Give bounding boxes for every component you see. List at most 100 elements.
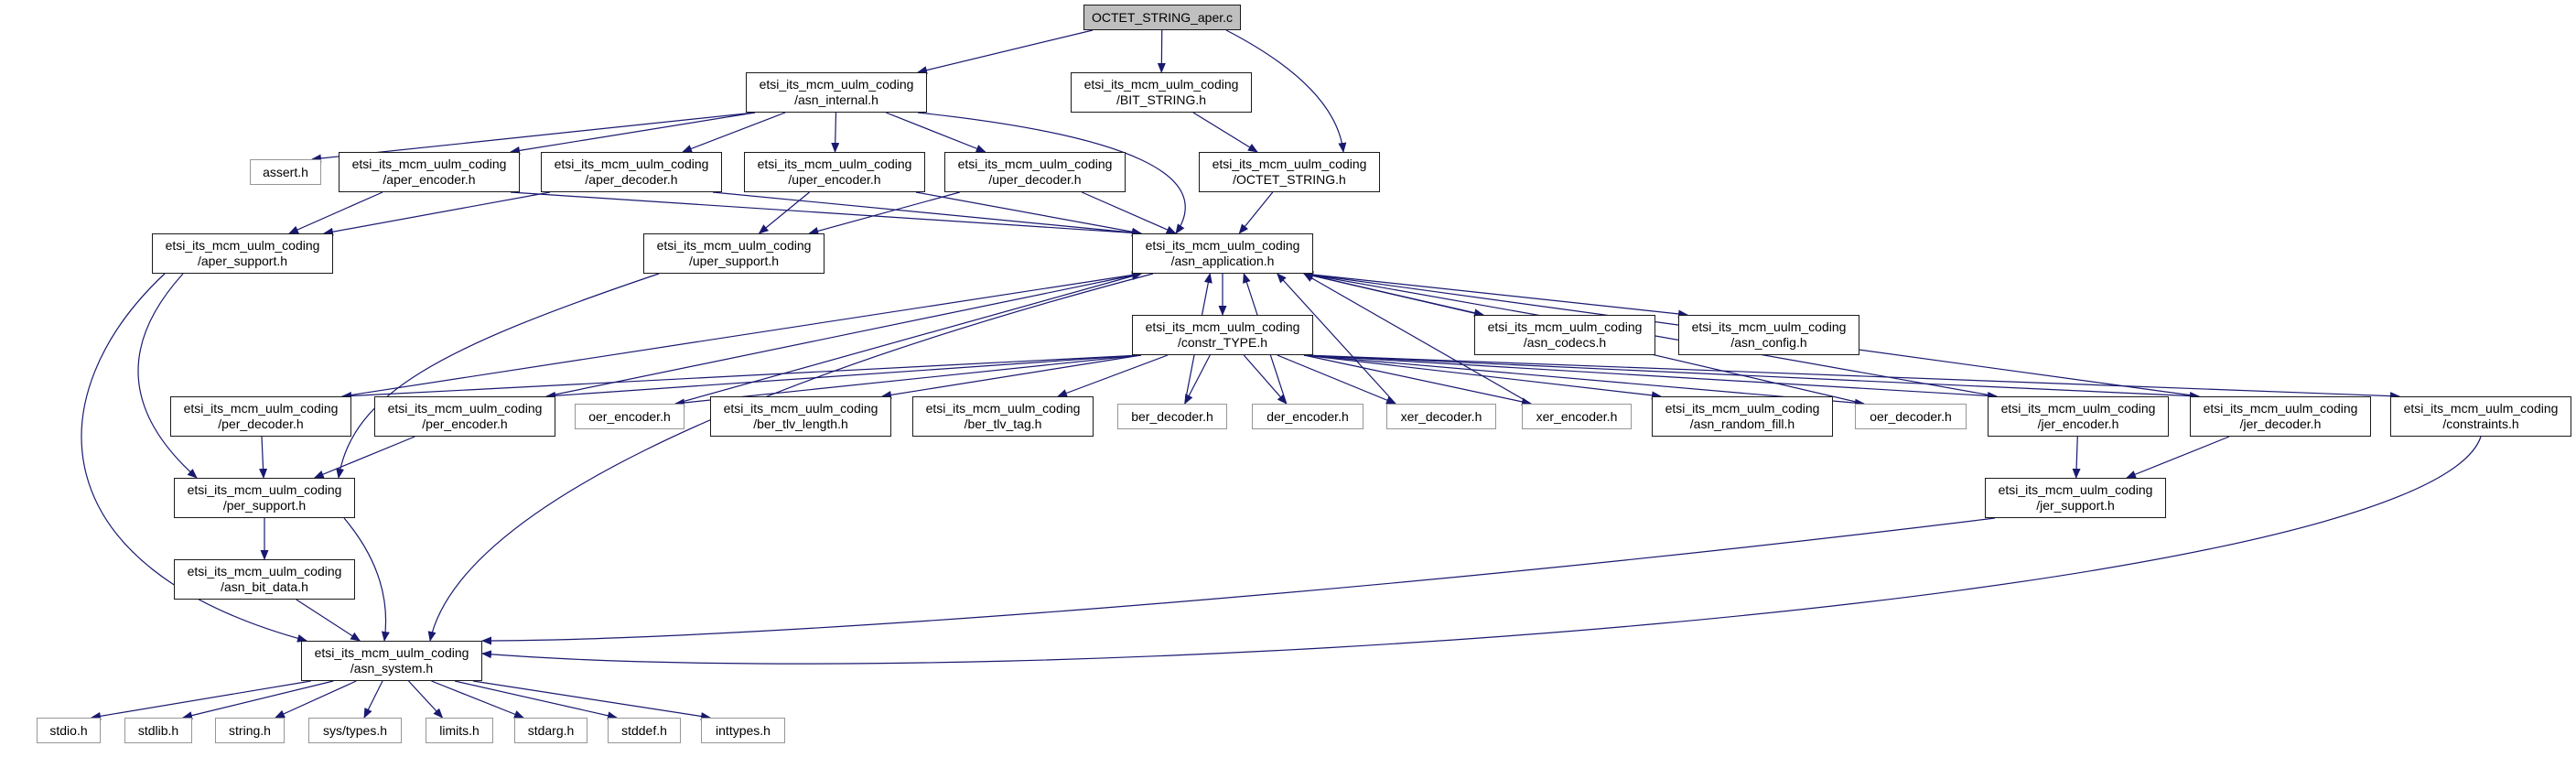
- node-label-line: /uper_decoder.h: [988, 172, 1082, 187]
- node-asn_config[interactable]: etsi_its_mcm_uulm_coding/asn_config.h: [1678, 315, 1859, 355]
- include-edge-aper_support--asn_system: [81, 273, 307, 643]
- node-asn_system[interactable]: etsi_its_mcm_uulm_coding/asn_system.h: [301, 641, 482, 681]
- include-edge-asn_internal--aper_encoder: [510, 112, 756, 155]
- node-label-line: /per_encoder.h: [422, 416, 508, 431]
- node-label-line: etsi_its_mcm_uulm_coding: [387, 401, 543, 416]
- node-jer_support[interactable]: etsi_its_mcm_uulm_coding/jer_support.h: [1985, 478, 2166, 518]
- node-asn_internal[interactable]: etsi_its_mcm_uulm_coding/asn_internal.h: [746, 72, 927, 113]
- include-edge-asn_system--inttypes: [472, 680, 711, 720]
- node-ber_decoder: ber_decoder.h: [1117, 404, 1227, 429]
- node-stddef: stddef.h: [608, 718, 681, 743]
- include-edge-constr_type--jer_decoder: [1303, 354, 2200, 401]
- include-edge-asn_system--sys_types: [363, 680, 383, 719]
- node-label-line: /uper_encoder.h: [788, 172, 881, 187]
- node-label-line: etsi_its_mcm_uulm_coding: [2203, 401, 2358, 416]
- node-label-line: ber_decoder.h: [1131, 408, 1213, 424]
- include-edge-octet_string_aper_c--bit_string: [1157, 29, 1166, 73]
- include-edge-constr_type--ber_tlv_length: [881, 354, 1142, 399]
- node-aper_support[interactable]: etsi_its_mcm_uulm_coding/aper_support.h: [152, 233, 333, 274]
- node-label-line: /asn_system.h: [350, 661, 434, 676]
- include-edge-constr_type--per_encoder: [545, 354, 1142, 400]
- node-asn_random_fill[interactable]: etsi_its_mcm_uulm_coding/asn_random_fill…: [1652, 396, 1833, 437]
- include-edge-aper_encoder--asn_application: [510, 191, 1142, 237]
- node-asn_bit_data[interactable]: etsi_its_mcm_uulm_coding/asn_bit_data.h: [174, 559, 355, 600]
- node-constraints[interactable]: etsi_its_mcm_uulm_coding/constraints.h: [2390, 396, 2571, 437]
- node-ber_tlv_tag[interactable]: etsi_its_mcm_uulm_coding/ber_tlv_tag.h: [912, 396, 1094, 437]
- include-edge-constr_type--oer_decoder: [1303, 354, 1865, 407]
- node-constr_type[interactable]: etsi_its_mcm_uulm_coding/constr_TYPE.h: [1132, 315, 1313, 355]
- node-label-line: xer_encoder.h: [1536, 408, 1618, 424]
- include-edge-jer_decoder--jer_support: [2126, 436, 2230, 479]
- node-sys_types: sys/types.h: [308, 718, 402, 743]
- node-per_support[interactable]: etsi_its_mcm_uulm_coding/per_support.h: [174, 478, 355, 518]
- include-edge-asn_application--asn_system: [427, 273, 1154, 642]
- node-label-line: /OCTET_STRING.h: [1233, 172, 1346, 187]
- node-label-line: assert.h: [263, 164, 308, 179]
- node-label-line: etsi_its_mcm_uulm_coding: [957, 157, 1113, 171]
- include-edge-uper_encoder--uper_support: [758, 191, 810, 234]
- node-per_decoder[interactable]: etsi_its_mcm_uulm_coding/per_decoder.h: [170, 396, 351, 437]
- node-label-line: stdio.h: [49, 722, 88, 738]
- node-label-line: etsi_its_mcm_uulm_coding: [656, 238, 812, 253]
- node-label-line: etsi_its_mcm_uulm_coding: [1145, 238, 1300, 253]
- node-uper_support[interactable]: etsi_its_mcm_uulm_coding/uper_support.h: [643, 233, 825, 274]
- node-label-line: oer_decoder.h: [1870, 408, 1952, 424]
- node-asn_codecs[interactable]: etsi_its_mcm_uulm_coding/asn_codecs.h: [1474, 315, 1655, 355]
- include-edge-octet_string_h--asn_application: [1238, 191, 1274, 234]
- node-label-line: /constr_TYPE.h: [1177, 335, 1268, 350]
- include-edge-asn_application--asn_config: [1303, 273, 1688, 319]
- include-edge-constr_type--per_decoder: [341, 354, 1142, 400]
- include-edge-constr_type--der_encoder: [1243, 354, 1288, 405]
- node-label-line: /asn_bit_data.h: [221, 579, 308, 594]
- node-label-line: xer_decoder.h: [1400, 408, 1482, 424]
- node-label-line: OCTET_STRING_aper.c: [1091, 9, 1234, 25]
- node-label-line: /asn_random_fill.h: [1689, 416, 1795, 431]
- include-edge-constr_type--jer_encoder: [1303, 354, 1998, 400]
- node-label-line: etsi_its_mcm_uulm_coding: [1691, 319, 1847, 334]
- include-edge-constr_type--xer_encoder: [1303, 354, 1532, 406]
- include-edge-asn_system--limits: [408, 680, 444, 719]
- node-bit_string[interactable]: etsi_its_mcm_uulm_coding/BIT_STRING.h: [1071, 72, 1252, 113]
- include-edge-constr_type--constraints: [1303, 354, 2400, 401]
- node-aper_decoder[interactable]: etsi_its_mcm_uulm_coding/aper_decoder.h: [541, 152, 722, 192]
- include-edge-octet_string_aper_c--octet_string_h: [1225, 29, 1347, 153]
- node-label-line: inttypes.h: [716, 722, 771, 738]
- node-ber_tlv_length[interactable]: etsi_its_mcm_uulm_coding/ber_tlv_length.…: [710, 396, 891, 437]
- include-edge-asn_bit_data--asn_system: [296, 599, 361, 642]
- include-edge-bit_string--octet_string_h: [1192, 112, 1258, 153]
- include-edge-uper_encoder--asn_application: [915, 191, 1142, 236]
- node-label-line: stdlib.h: [137, 722, 179, 738]
- include-edge-oer_encoder--asn_application: [674, 272, 1142, 405]
- node-uper_decoder[interactable]: etsi_its_mcm_uulm_coding/uper_decoder.h: [944, 152, 1126, 192]
- node-label-line: etsi_its_mcm_uulm_coding: [554, 157, 709, 171]
- node-label-line: etsi_its_mcm_uulm_coding: [723, 401, 878, 416]
- include-edge-aper_support--per_support: [137, 273, 198, 479]
- node-stdio: stdio.h: [37, 718, 101, 743]
- node-label-line: etsi_its_mcm_uulm_coding: [314, 645, 469, 660]
- node-label-line: sys/types.h: [322, 722, 388, 738]
- include-edge-asn_system--stdio: [91, 680, 311, 720]
- include-edge-per_decoder--asn_application: [341, 271, 1142, 397]
- include-edge-constr_type--ber_decoder: [1184, 354, 1211, 405]
- node-label-line: etsi_its_mcm_uulm_coding: [165, 238, 320, 253]
- node-label-line: /aper_encoder.h: [383, 172, 476, 187]
- node-asn_application[interactable]: etsi_its_mcm_uulm_coding/asn_application…: [1132, 233, 1313, 274]
- include-edge-asn_internal--uper_encoder: [831, 112, 840, 153]
- include-edge-asn_system--stddef: [454, 680, 618, 720]
- node-label-line: etsi_its_mcm_uulm_coding: [1665, 401, 1820, 416]
- node-aper_encoder[interactable]: etsi_its_mcm_uulm_coding/aper_encoder.h: [339, 152, 520, 192]
- node-octet_string_h[interactable]: etsi_its_mcm_uulm_coding/OCTET_STRING.h: [1199, 152, 1380, 192]
- include-edge-per_decoder--per_support: [259, 436, 268, 479]
- node-label-line: /constraints.h: [2442, 416, 2519, 431]
- node-per_encoder[interactable]: etsi_its_mcm_uulm_coding/per_encoder.h: [374, 396, 555, 437]
- node-label-line: etsi_its_mcm_uulm_coding: [1487, 319, 1643, 334]
- node-uper_encoder[interactable]: etsi_its_mcm_uulm_coding/uper_encoder.h: [744, 152, 925, 192]
- node-jer_encoder[interactable]: etsi_its_mcm_uulm_coding/jer_encoder.h: [1988, 396, 2169, 437]
- node-label-line: stddef.h: [621, 722, 667, 738]
- include-edge-asn_internal--uper_decoder: [886, 112, 986, 153]
- node-label-line: etsi_its_mcm_uulm_coding: [1083, 77, 1239, 92]
- include-edge-per_encoder--asn_application: [545, 271, 1142, 397]
- node-jer_decoder[interactable]: etsi_its_mcm_uulm_coding/jer_decoder.h: [2190, 396, 2371, 437]
- node-label-line: /uper_support.h: [688, 254, 780, 268]
- node-label-line: /ber_tlv_length.h: [753, 416, 848, 431]
